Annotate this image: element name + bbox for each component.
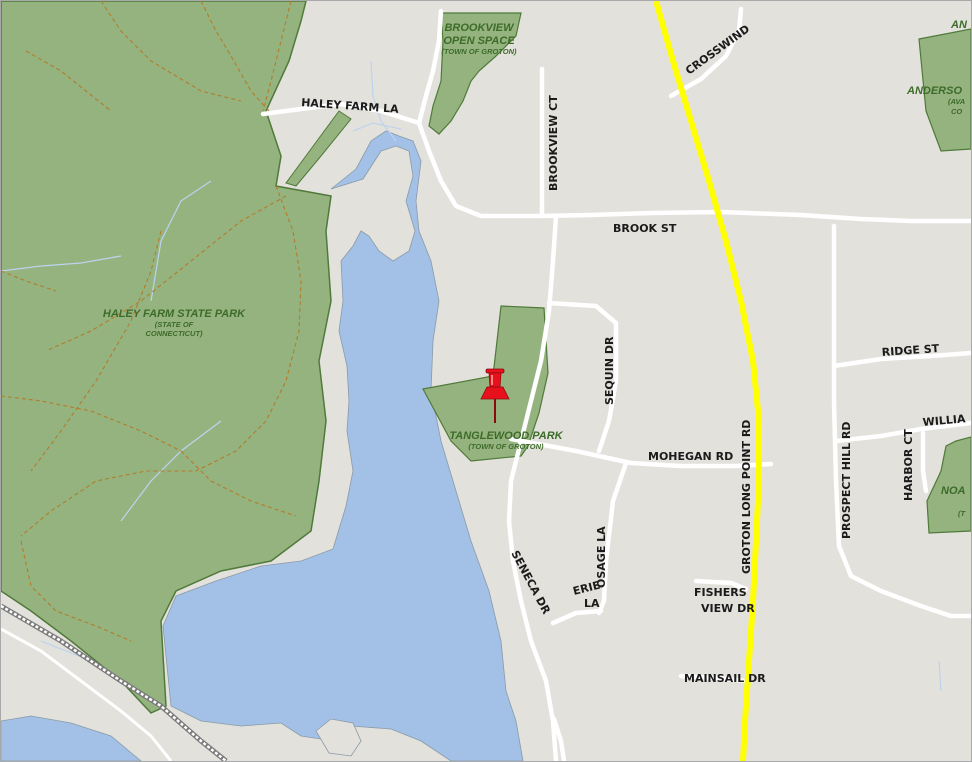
sequin-dr-label: SEQUIN DR [603, 336, 616, 405]
brookview-ct-label: BROOKVIEW CT [547, 95, 560, 191]
ridge-st-label: RIDGE ST [881, 342, 940, 359]
tanglewood-owner: (TOWN OF GROTON) [468, 442, 544, 451]
streams [1, 60, 942, 692]
noank-park-area [926, 436, 971, 534]
park-strip-area [285, 110, 352, 187]
roads [260, 6, 971, 761]
groton-long-point-rd-line [653, 1, 762, 761]
brookview-label: BROOKVIEW [444, 22, 515, 34]
trails [1, 1, 302, 642]
haley-farm-owner: (STATE OF [155, 320, 194, 329]
noank-label: NOA [941, 485, 966, 497]
view-dr-label: VIEW DR [701, 602, 755, 615]
william-label: WILLIA [922, 412, 966, 429]
anderson-owner-line2: CO [951, 107, 962, 116]
park-labels: BROOKVIEW OPEN SPACE (TOWN OF GROTON) HA… [103, 19, 968, 518]
anderson-owner: (AVA [948, 97, 965, 106]
osage-la-label: OSAGE LA [595, 526, 608, 588]
an-label: AN [950, 19, 968, 31]
water-body [162, 130, 524, 761]
haley-farm-owner-line2: CONNECTICUT) [145, 329, 203, 338]
noank-owner: (T [958, 509, 966, 518]
mohegan-rd-label: MOHEGAN RD [648, 450, 733, 463]
brookview-owner: (TOWN OF GROTON) [441, 47, 517, 56]
water-body-lower-left [1, 715, 142, 761]
tanglewood-label: TANGLEWOOD PARK [449, 430, 563, 442]
groton-long-point-rd-label: GROTON LONG POINT RD [740, 420, 753, 574]
anderson-park-area [918, 28, 971, 152]
tanglewood-park-area [422, 305, 549, 462]
brook-st-label: BROOK ST [613, 222, 677, 235]
haley-farm-label: HALEY FARM STATE PARK [103, 308, 246, 320]
mainsail-dr-label: MAINSAIL DR [684, 672, 766, 685]
island [315, 718, 362, 757]
anderson-label: ANDERSO [906, 85, 962, 97]
prospect-hill-rd-label: PROSPECT HILL RD [840, 421, 853, 539]
brookview-label-line2: OPEN SPACE [443, 35, 515, 47]
erie-la-label: LA [584, 597, 600, 610]
harbor-ct-label: HARBOR CT [902, 429, 915, 501]
brookview-open-space-area [428, 12, 522, 135]
erie-label: ERIE [572, 579, 602, 598]
pushpin-icon[interactable] [480, 368, 510, 423]
railroad [1, 603, 228, 761]
fishers-label: FISHERS [694, 586, 747, 599]
